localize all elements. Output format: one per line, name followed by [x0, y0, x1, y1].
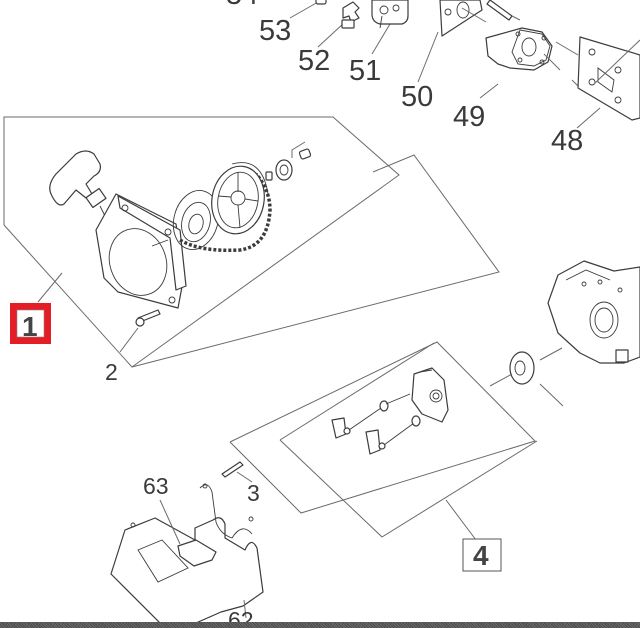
callout-52[interactable]: 52	[298, 45, 330, 77]
callout-48[interactable]: 48	[551, 125, 583, 157]
bracket-52-icon	[342, 1, 360, 23]
bolt-50-icon	[486, 0, 513, 21]
assembly-1-recoil-starter[interactable]	[3, 116, 500, 368]
recoil-spring-icon	[172, 190, 220, 250]
assembly-4[interactable]	[229, 341, 538, 541]
screw-3-icon	[221, 461, 244, 478]
gasket-48-icon	[577, 36, 640, 121]
callout-49[interactable]: 49	[453, 101, 485, 133]
bracket-window-icon	[137, 539, 189, 583]
part-53[interactable]: 53	[259, 0, 327, 47]
callout-3[interactable]: 3	[247, 480, 260, 506]
callout-4-box[interactable]: 4	[462, 538, 502, 572]
part-3[interactable]: 3	[221, 461, 260, 506]
callout-54[interactable]: 54	[226, 0, 258, 11]
screw-icon	[298, 148, 312, 160]
part-50[interactable]: 50	[401, 0, 521, 113]
spring-small-icon	[265, 171, 273, 181]
starter-rope-icon	[179, 172, 272, 253]
spring-b-icon	[411, 415, 421, 427]
pawl-b-icon	[365, 429, 381, 455]
bottom-scrollbar[interactable]	[0, 622, 640, 628]
part-63[interactable]: 63	[143, 473, 217, 567]
assembly-1-frame-back	[131, 154, 500, 368]
pulley-icon	[211, 165, 265, 235]
part-2[interactable]: 2	[105, 309, 161, 385]
washer-icon	[275, 159, 293, 181]
clip-63-icon	[177, 539, 217, 567]
callout-1[interactable]: 1	[22, 311, 38, 342]
spring-a-icon	[379, 400, 389, 412]
callout-2[interactable]: 2	[105, 359, 118, 385]
seal-washer-icon	[509, 351, 535, 385]
part-54[interactable]: 54	[226, 0, 258, 11]
callout-63[interactable]: 63	[143, 473, 169, 499]
crankcase[interactable]	[489, 260, 640, 407]
carburetor-51-icon	[371, 0, 409, 25]
callout-1-highlighted[interactable]: 1	[10, 303, 51, 344]
assembly-4-frame-inner	[279, 439, 538, 538]
crankcase-icon	[547, 260, 640, 364]
part-52[interactable]: 52	[298, 1, 360, 77]
callout-50[interactable]: 50	[401, 81, 433, 113]
assembly-4-frame-outer	[229, 341, 536, 514]
pawl-a-icon	[331, 417, 347, 439]
screw-53-icon	[315, 0, 327, 5]
part-48[interactable]: 48	[551, 36, 640, 157]
starter-handle-icon	[49, 150, 101, 206]
insulator-49-icon	[485, 27, 553, 71]
callout-4-frame	[462, 538, 502, 572]
callout-51[interactable]: 51	[349, 55, 381, 87]
callout-4[interactable]: 4	[473, 540, 489, 571]
part-51[interactable]: 51	[349, 0, 409, 87]
assembly-1-frame	[3, 116, 400, 368]
part-49[interactable]: 49	[453, 27, 561, 133]
clip-52-icon	[341, 19, 355, 29]
callout-53[interactable]: 53	[259, 15, 291, 47]
